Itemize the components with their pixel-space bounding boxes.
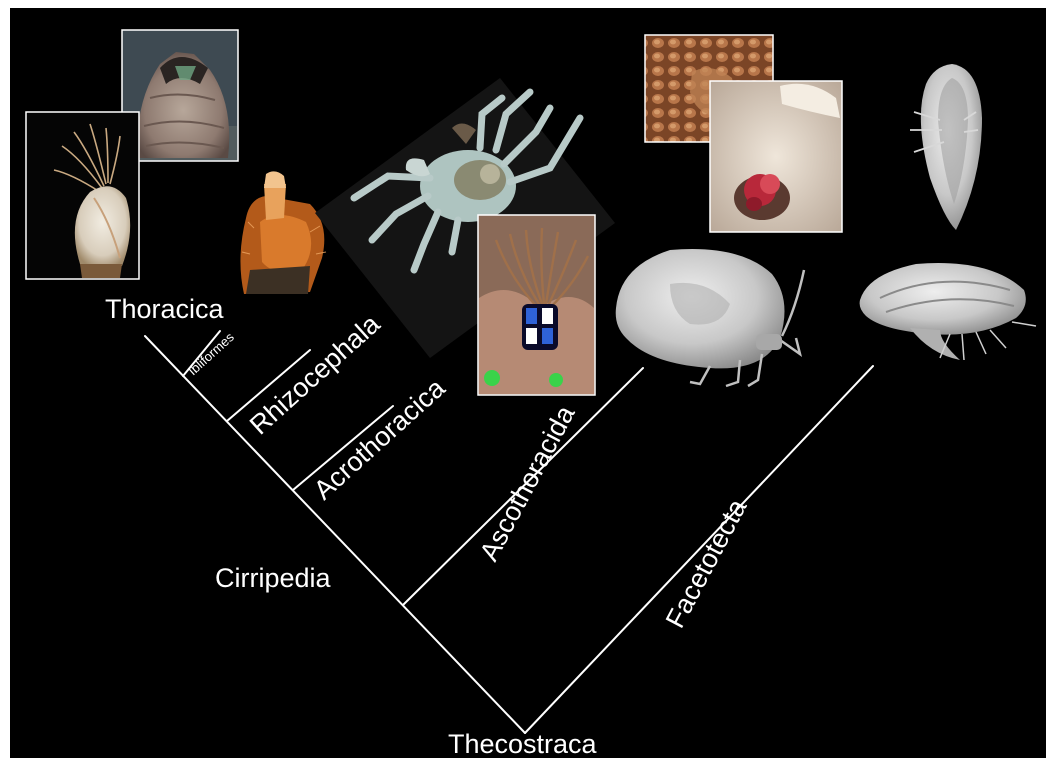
label-thoracica: Thoracica <box>105 294 225 324</box>
phylogeny-diagram: Thoracica Ibliformes Rhizocephala Acroth… <box>10 8 1046 758</box>
acrothoracican-photo <box>478 215 595 395</box>
label-rhizocephala: Rhizocephala <box>244 308 386 440</box>
ascothoracid-sem-image <box>616 249 804 386</box>
y-larva-sem-dorsal <box>910 64 982 230</box>
ascothoracid-in-coral-photo <box>710 81 842 232</box>
label-ibliformes: Ibliformes <box>185 329 237 378</box>
rhizocephalan-externa-photo <box>240 171 326 294</box>
branch-thoracica <box>145 336 525 733</box>
label-thecostraca: Thecostraca <box>448 729 598 758</box>
label-facetotecta: Facetotecta <box>660 493 753 633</box>
label-cirripedia: Cirripedia <box>215 563 332 593</box>
label-ascothoracida: Ascothoracida <box>474 400 581 566</box>
label-acrothoracica: Acrothoracica <box>308 372 451 505</box>
goose-barnacle-photo <box>26 112 139 279</box>
y-larva-sem-lateral <box>860 263 1036 360</box>
